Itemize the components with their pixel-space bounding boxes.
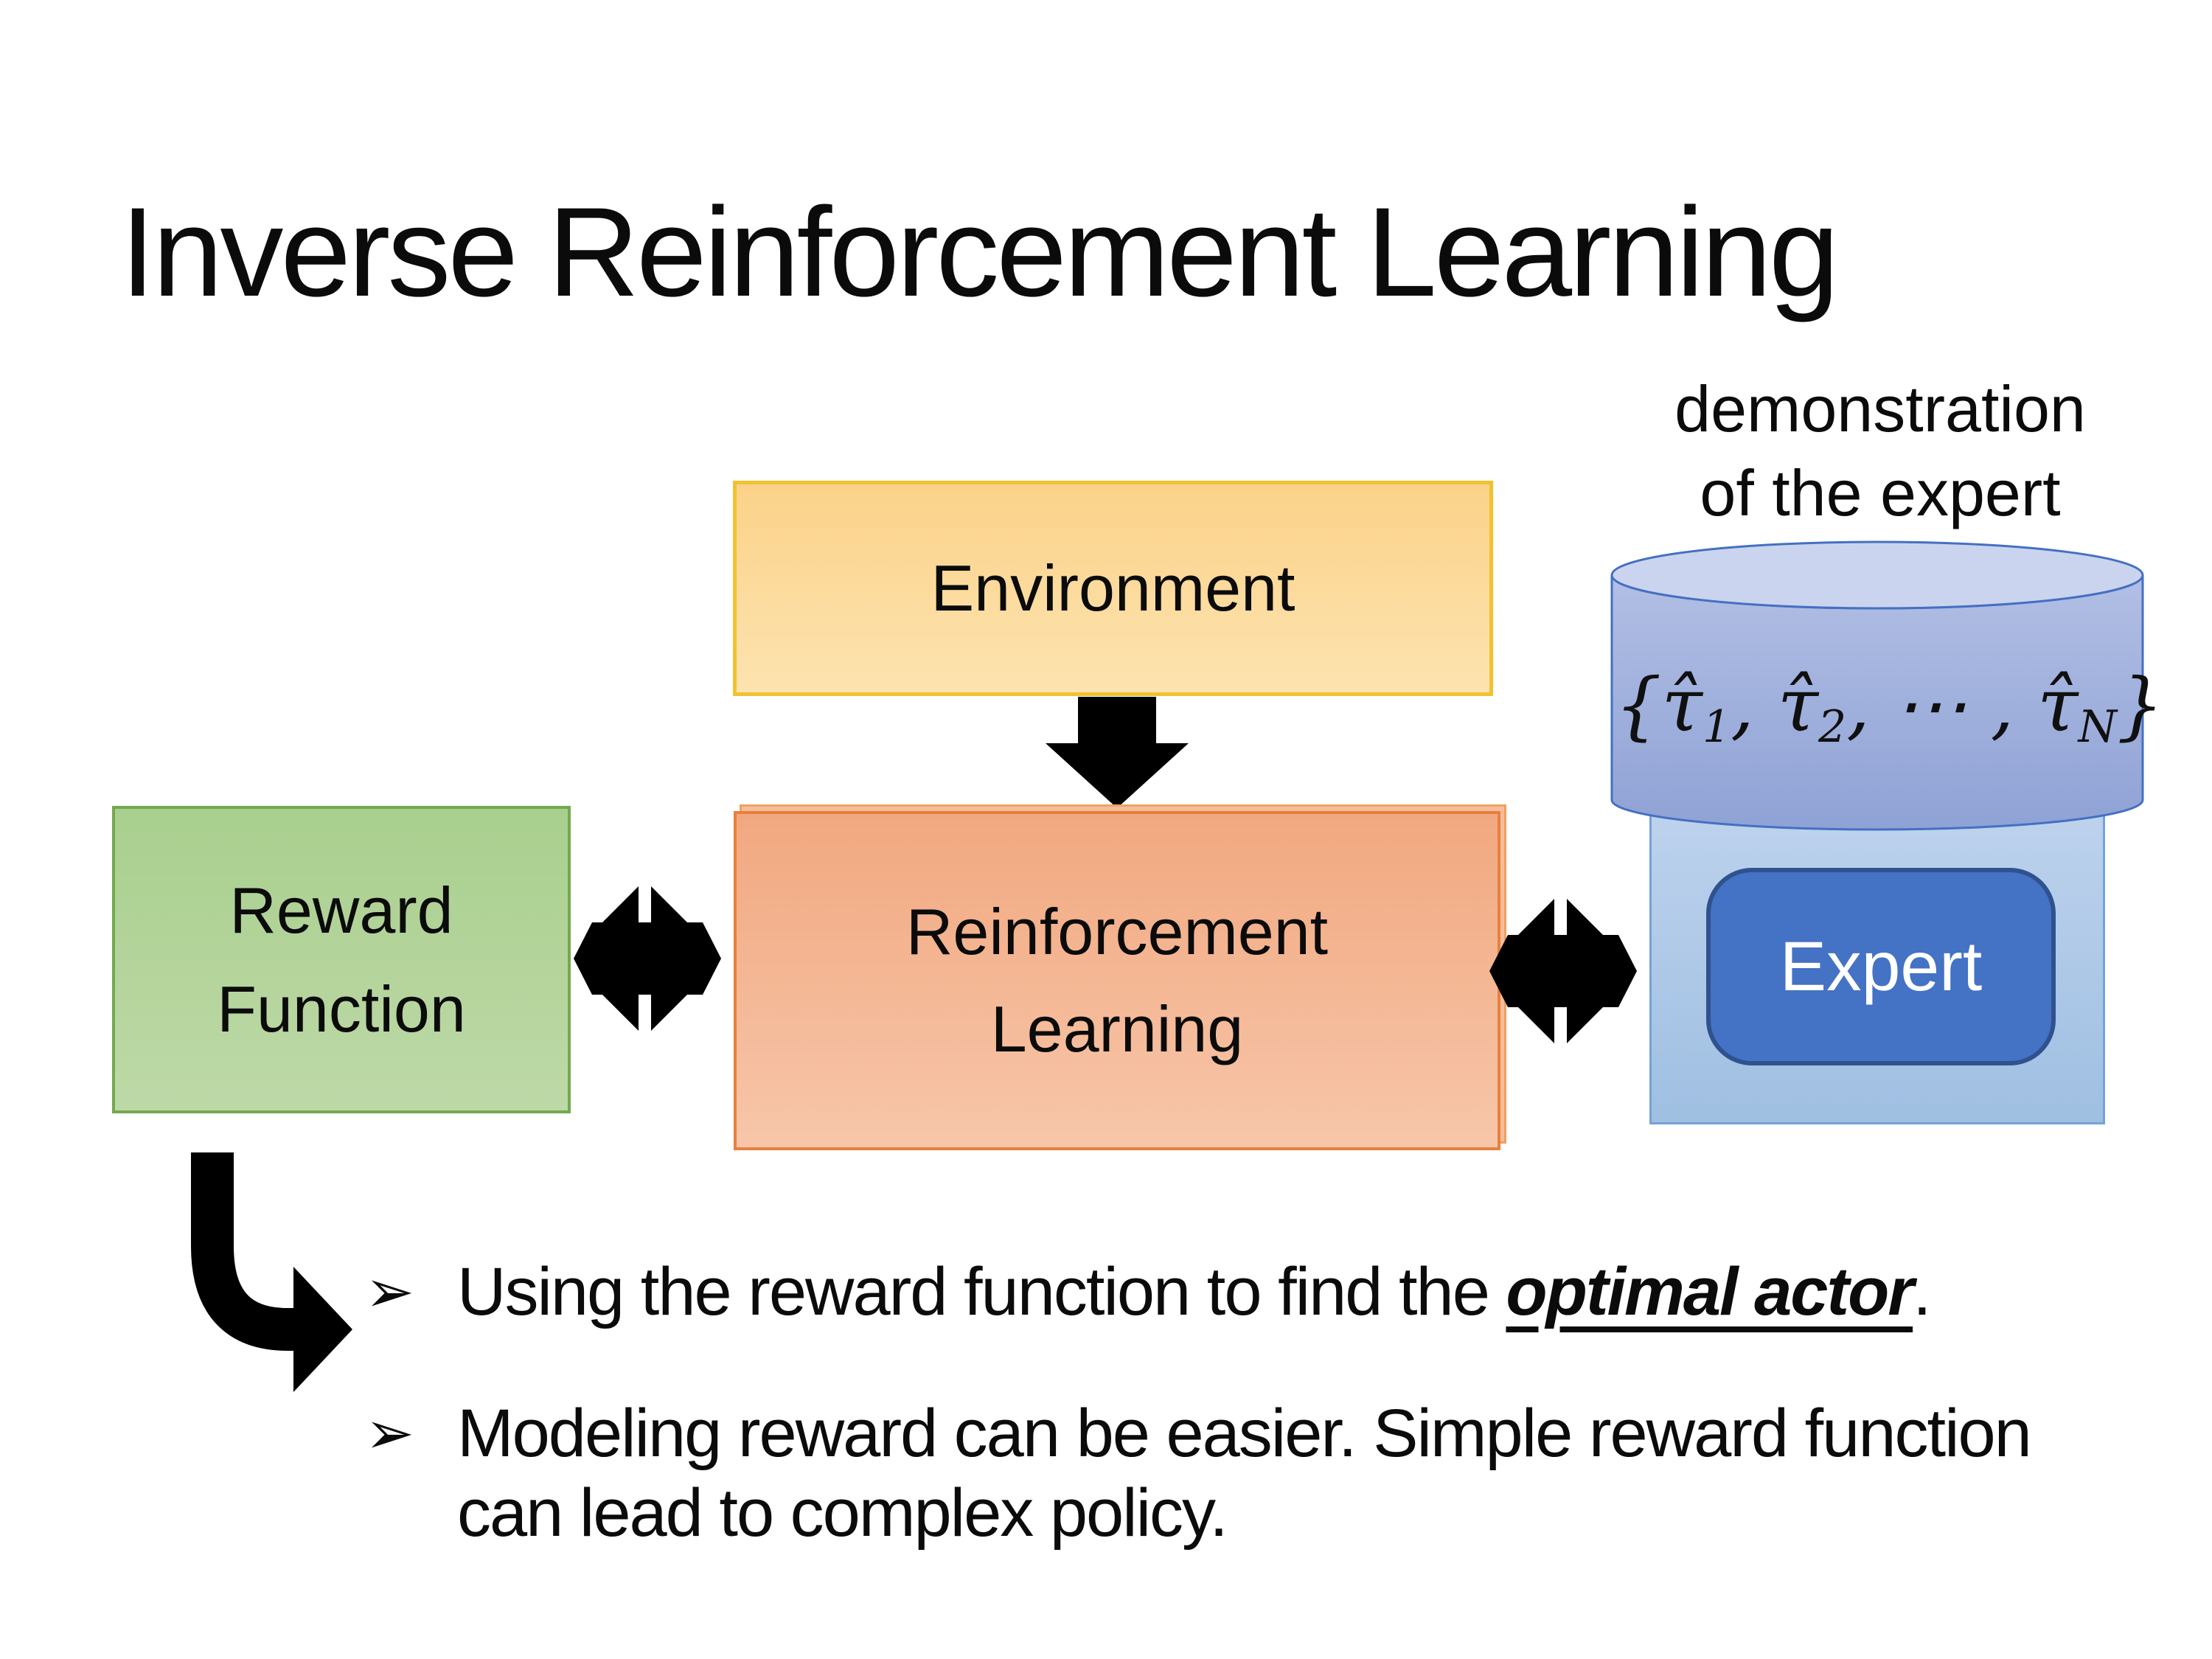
bullet1-post: . [1913, 1254, 1932, 1329]
demonstration-label: demonstration of the expert [1611, 367, 2149, 535]
formula-sub1: 1 [1702, 701, 1731, 753]
bullet1-emphasis: optimal actor [1506, 1254, 1914, 1329]
arrow-bullet-icon: ➢ [365, 1257, 415, 1326]
elbow-arrow-icon [191, 1152, 352, 1392]
bullet-item-optimal-actor: ➢ Using the reward function to find the … [365, 1252, 1932, 1332]
environment-box: Environment [733, 481, 1493, 696]
trajectory-set-formula: {τ̂1, τ̂2, ⋯ , τ̂N} [1615, 662, 2164, 753]
demonstration-label-line2: of the expert [1700, 456, 2061, 529]
reward-label-line1: Reward [229, 873, 453, 947]
formula-open-brace: { [1615, 662, 1662, 748]
reward-label-line2: Function [217, 972, 466, 1046]
expert-box: Expert [1706, 868, 2056, 1065]
reward-function-box: Reward Function [112, 806, 571, 1113]
down-arrow-icon [1046, 697, 1189, 808]
formula-tau3: τ̂ [2037, 662, 2079, 748]
formula-tau1: τ̂ [1661, 662, 1703, 748]
formula-sep1: , [1731, 662, 1778, 748]
bullet1-pre: Using the reward function to find the [457, 1254, 1506, 1329]
formula-sub2: 2 [1818, 701, 1847, 753]
bullet1-text: Using the reward function to find the op… [457, 1252, 1932, 1332]
slide-title: Inverse Reinforcement Learning [120, 181, 1840, 323]
formula-subN: N [2078, 701, 2118, 753]
arrow-bullet-icon: ➢ [365, 1399, 415, 1467]
bullet-item-modeling-reward: ➢ Modeling reward can be easier. Simple … [365, 1394, 2050, 1553]
formula-tau2: τ̂ [1777, 662, 1819, 748]
rl-label-line2: Learning [990, 992, 1244, 1065]
formula-close-brace: } [2117, 662, 2164, 748]
exchange-arrow-icon [1489, 899, 1637, 1043]
demonstration-label-line1: demonstration [1674, 372, 2086, 445]
rl-label-line1: Reinforcement [905, 895, 1329, 968]
database-cylinder-icon [1610, 540, 2144, 831]
exchange-arrow-icon [574, 886, 721, 1031]
reinforcement-learning-box: Reinforcement Learning [734, 811, 1500, 1150]
environment-label: Environment [931, 552, 1295, 625]
bullet2-text: Modeling reward can be easier. Simple re… [457, 1396, 2032, 1551]
reinforcement-learning-label: Reinforcement Learning [906, 883, 1328, 1078]
formula-sep2: , ⋯ , [1846, 662, 2038, 748]
expert-label: Expert [1779, 927, 1983, 1006]
reward-function-label: Reward Function [217, 861, 466, 1059]
